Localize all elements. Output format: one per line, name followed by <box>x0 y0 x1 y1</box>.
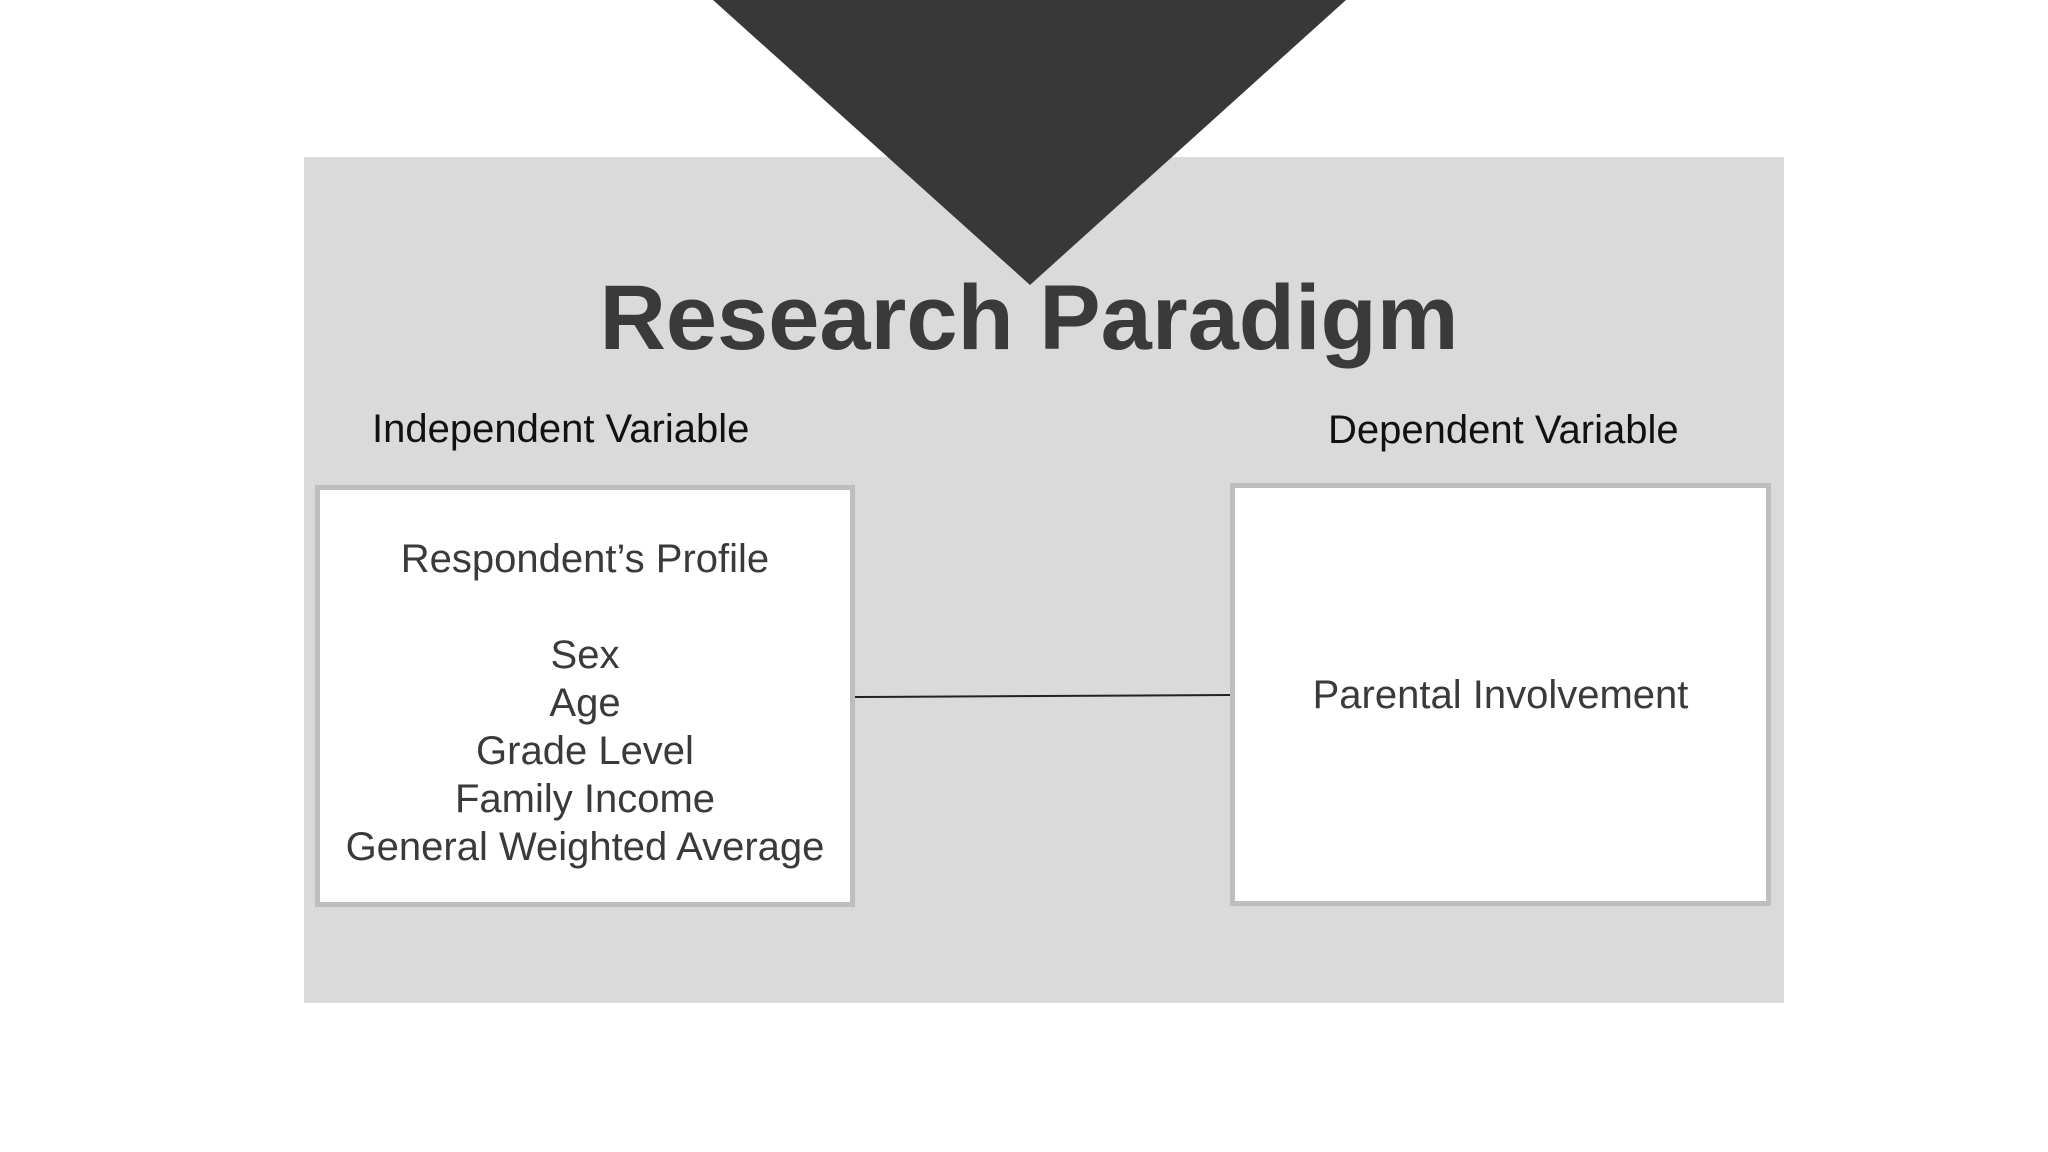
slide-title: Research Paradigm <box>599 267 1459 369</box>
profile-item-list: Sex Age Grade Level Family Income Genera… <box>320 631 850 871</box>
profile-item-age: Age <box>549 681 621 725</box>
dependent-variable-box: Parental Involvement <box>1230 483 1771 906</box>
dependent-variable-heading: Dependent Variable <box>1328 408 1679 452</box>
parental-involvement-label: Parental Involvement <box>1312 672 1689 717</box>
profile-item-gwa: General Weighted Average <box>345 825 825 869</box>
respondent-profile-title: Respondent’s Profile <box>400 537 770 581</box>
independent-variable-heading: Independent Variable <box>372 407 750 451</box>
profile-item-sex: Sex <box>550 633 620 677</box>
profile-item-grade-level: Grade Level <box>476 729 694 773</box>
independent-variable-box: Respondent’s Profile Sex Age Grade Level… <box>315 485 855 907</box>
profile-item-family-income: Family Income <box>454 777 716 821</box>
